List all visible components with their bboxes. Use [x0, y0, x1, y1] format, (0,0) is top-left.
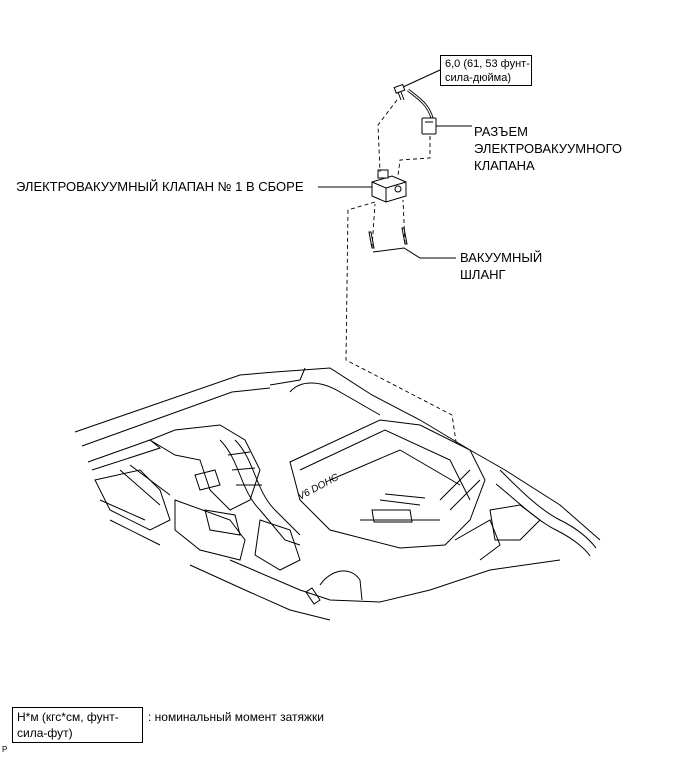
connector-label: РАЗЪЕМ ЭЛЕКТРОВАКУУМНОГО КЛАПАНА [474, 123, 622, 174]
vacuum-hose-label: ВАКУУМНЫЙ ШЛАНГ [460, 249, 542, 283]
torque-spec-line2: сила-дюйма) [445, 72, 511, 84]
vacuum-hoses [368, 227, 408, 249]
valve-assembly-label: ЭЛЕКТРОВАКУУМНЫЙ КЛАПАН № 1 В СБОРЕ [16, 179, 304, 194]
legend-description: : номинальный момент затяжки [148, 710, 324, 724]
torque-spec-line1: 6,0 (61, 53 фунт- [445, 58, 530, 70]
valve-connector [407, 88, 437, 135]
connector-label-line1: РАЗЪЕМ [474, 124, 528, 139]
vacuum-hose-label-line2: ШЛАНГ [460, 267, 506, 282]
legend-box-line1: Н*м (кгс*см, фунт- [17, 710, 119, 724]
connector-label-line2: ЭЛЕКТРОВАКУУМНОГО [474, 141, 623, 156]
torque-spec-box: 6,0 (61, 53 фунт- сила-дюйма) [440, 55, 532, 86]
bolt [393, 83, 406, 101]
dashed-guides [345, 99, 459, 456]
legend-box: Н*м (кгс*см, фунт- сила-фут) [12, 707, 143, 743]
torque-leader-line [402, 69, 441, 88]
engine-bay [74, 367, 601, 621]
corner-mark: P [2, 745, 8, 754]
vacuum-valve [371, 169, 407, 203]
hose-leader-line [372, 247, 456, 259]
vacuum-hose-label-line1: ВАКУУМНЫЙ [460, 250, 543, 265]
connector-label-line3: КЛАПАНА [474, 158, 535, 173]
legend-box-line2: сила-фут) [17, 726, 73, 740]
